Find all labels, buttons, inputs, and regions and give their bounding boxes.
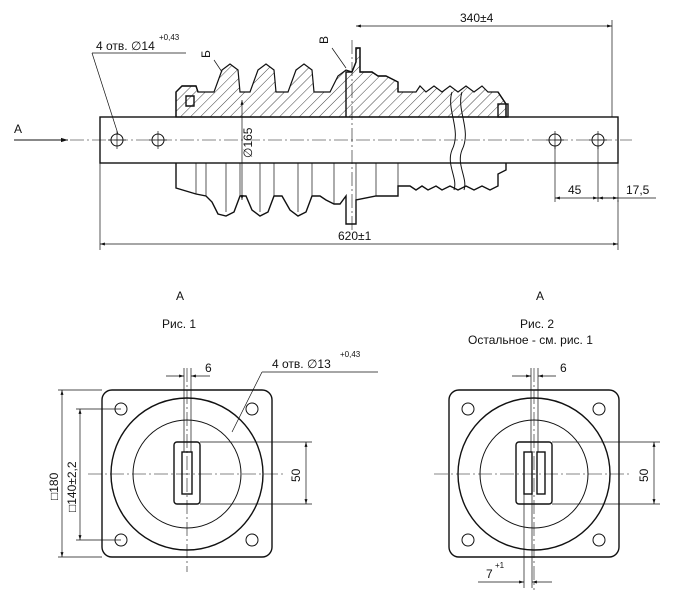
fig1-dim-180: □180 — [47, 472, 61, 500]
fig2-caption: Рис. 2 — [520, 317, 554, 331]
fig1-holes-callout: 4 отв. ∅13 — [272, 357, 331, 371]
holes-tolerance: +0,43 — [159, 33, 180, 42]
holes-callout: 4 отв. ∅14 — [96, 39, 155, 53]
fig1-dim-140: □140±2,2 — [65, 461, 79, 512]
fig1-holes-tolerance: +0,43 — [340, 350, 361, 359]
insulator-section — [175, 47, 507, 118]
fig2-note: Остальное - см. рис. 1 — [468, 333, 593, 347]
dim-45: 45 — [568, 183, 582, 197]
view-a-marker: A — [14, 122, 22, 136]
fig1-dim-50: 50 — [289, 468, 303, 482]
fig2-end-view: A Рис. 2 Остальное - см. рис. 1 6 50 7 +… — [434, 289, 660, 590]
fig2-dim-7: 7 — [486, 567, 493, 581]
fig1-end-view: A Рис. 1 6 4 отв. ∅13 +0,43 □180 □140±2,… — [47, 289, 378, 572]
dim-620: 620±1 — [338, 229, 372, 243]
fig2-dim-6: 6 — [560, 361, 567, 375]
dim-340: 340±4 — [460, 11, 494, 25]
bushing-side-view: ∅165 Б В 4 отв. ∅14 +0,43 340±4 45 17,5 … — [14, 11, 656, 250]
dim-165: ∅165 — [241, 127, 255, 158]
fig2-dim-7-tol: +1 — [495, 561, 505, 570]
section-v-label: В — [317, 36, 331, 44]
fig1-caption: Рис. 1 — [162, 317, 196, 331]
dim-17-5: 17,5 — [626, 183, 650, 197]
fig2-dim-50: 50 — [637, 468, 651, 482]
fig1-dim-6: 6 — [205, 361, 212, 375]
insulator-lower-outline — [175, 163, 507, 225]
section-b-label: Б — [199, 50, 213, 58]
fig2-view-label: A — [536, 289, 544, 303]
fig1-view-label: A — [176, 289, 184, 303]
